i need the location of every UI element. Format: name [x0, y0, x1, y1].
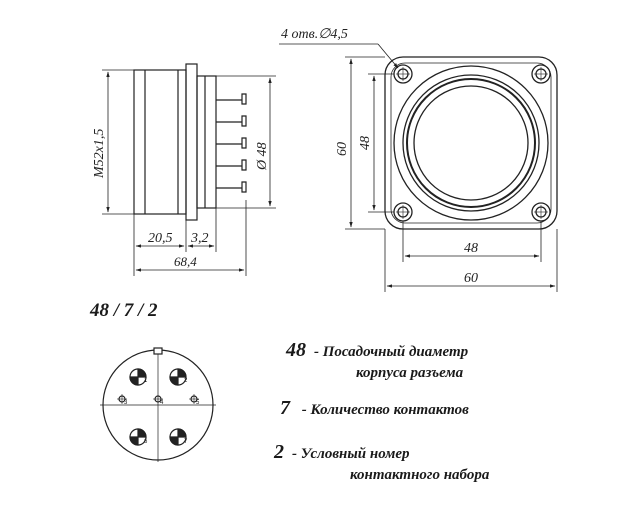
designation-code: 48 / 7 / 2 [90, 300, 158, 321]
legend-text: Условный номер [300, 446, 410, 462]
len-total-label: 68,4 [174, 254, 197, 269]
solder-pins [216, 93, 247, 193]
outer-ring [393, 65, 549, 221]
small-pin-3 [117, 394, 127, 404]
diameter-label: Ø 48 [255, 142, 270, 171]
flange-inner-v-label: 48 [358, 136, 373, 150]
len-body-label: 20,5 [148, 231, 173, 246]
pin-layout [100, 347, 216, 462]
legend-num: 7 [280, 397, 290, 419]
len-pins-label: 3,2 [190, 231, 209, 246]
small-pin-5 [189, 394, 199, 404]
large-pin-6 [129, 428, 147, 446]
legend-dash: - [314, 344, 319, 360]
small-pin-4 [153, 395, 163, 403]
holes-label: 4 отв.∅4,5 [281, 27, 348, 42]
thread-label: M52x1,5 [92, 129, 107, 179]
large-pin-7 [169, 428, 187, 446]
legend-text: Количество контактов [310, 402, 469, 418]
flange-outer-v-label: 60 [335, 142, 350, 156]
pin-label-4: 4 [160, 400, 164, 406]
legend-item-diameter: 48- Посадочный диаметр корпуса разъема [286, 340, 468, 384]
legend-item-set: 2- Условный номер контактного набора [274, 442, 489, 486]
pin-label-1: 1 [144, 378, 148, 384]
legend-num: 48 [286, 339, 306, 361]
legend-dash: - [301, 402, 307, 418]
pin-label-3: 3 [124, 400, 128, 406]
legend-item-contacts: 7 - Количество контактов [280, 398, 469, 421]
pin-label-6: 6 [144, 439, 148, 445]
side-view [102, 63, 276, 276]
legend-num: 2 [274, 441, 284, 463]
legend-text-2: корпуса разъема [356, 365, 464, 381]
flange-inner-h-label: 48 [464, 241, 478, 256]
legend-text: Посадочный диаметр [322, 344, 469, 360]
legend-dash: - [292, 446, 297, 462]
front-view [279, 43, 558, 292]
pin-label-5: 5 [196, 400, 200, 406]
legend-text-2: контактного набора [350, 467, 490, 483]
pin-label-7: 7 [184, 439, 188, 445]
flange-plate [384, 56, 558, 230]
pin-label-2: 2 [184, 378, 188, 384]
large-pin-1 [129, 368, 147, 386]
large-pin-2 [169, 368, 187, 386]
flange-outer-h-label: 60 [464, 271, 478, 286]
connector-flange [185, 63, 198, 221]
